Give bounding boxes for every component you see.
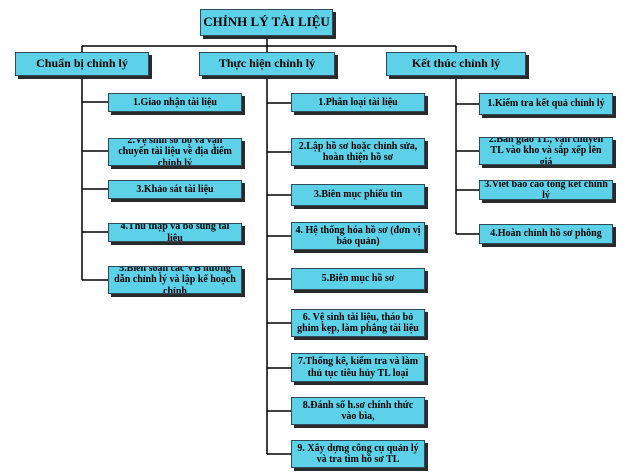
heading-ket-thuc: Kết thúc chỉnh lý xyxy=(386,52,526,76)
col1-item-1: 1.Giao nhận tài liệu xyxy=(108,93,242,112)
heading-thuc-hien: Thực hiện chỉnh lý xyxy=(199,52,335,76)
col1-item-3: 3.Khảo sát tài liệu xyxy=(108,180,242,199)
heading-chuan-bi: Chuẩn bị chỉnh lý xyxy=(15,52,149,76)
col2-item-9: 9. Xây dựng công cụ quản lý và tra tìm h… xyxy=(291,440,425,468)
col3-item-2: 2.Bàn giao TL, vận chuyển TL vào kho và … xyxy=(479,137,613,165)
col2-item-8: 8.Đánh số h.sơ chính thức vào bìa, xyxy=(291,397,425,425)
col2-item-5: 5.Biên mục hồ sơ xyxy=(291,268,425,290)
col2-item-1: 1.Phân loại tài liệu xyxy=(291,93,425,112)
col2-item-6: 6. Vệ sinh tài liệu, tháo bỏ ghim kẹp, l… xyxy=(291,309,425,337)
connectors xyxy=(81,36,479,455)
col2-item-3: 3.Biên mục phiếu tin xyxy=(291,184,425,206)
col3-item-3: 3.Viết báo cáo tổng kết chỉnh lý xyxy=(479,180,613,200)
col2-item-4: 4. Hệ thống hóa hồ sơ (đơn vị bảo quản) xyxy=(291,222,425,250)
col2-item-7: 7.Thống kê, kiểm tra và làm thủ tục tiêu… xyxy=(291,353,425,382)
col3-item-4: 4.Hoàn chỉnh hồ sơ phông xyxy=(479,224,613,244)
col1-item-4: 4.Thu thập và bổ sung tài liệu xyxy=(108,223,242,242)
col1-item-5: 5.Biên soạn các VB hướng dẫn chỉnh lý và… xyxy=(108,266,242,294)
col3-item-1: 1.Kiểm tra kết quả chỉnh lý xyxy=(479,93,613,115)
root-node-title: CHỈNH LÝ TÀI LIỆU xyxy=(200,9,333,36)
col2-item-2: 2.Lập hồ sơ hoặc chỉnh sửa, hoàn thiện h… xyxy=(291,138,425,166)
col1-item-2: 2.Vệ sinh sơ bộ và vận chuyển tài liệu v… xyxy=(108,138,242,166)
